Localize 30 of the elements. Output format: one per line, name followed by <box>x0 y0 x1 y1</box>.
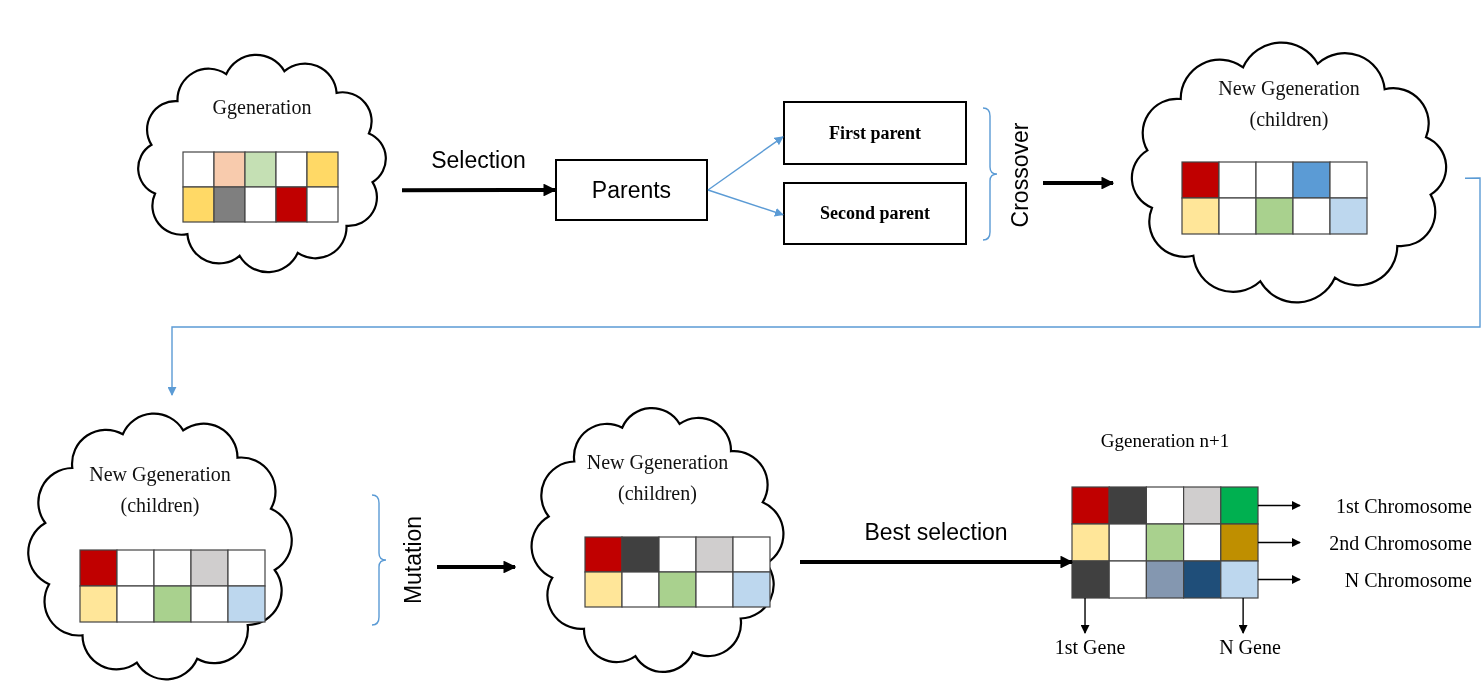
process-box <box>783 182 967 245</box>
box-label: First parent <box>828 122 922 144</box>
row-label: 2nd Chromosome <box>1300 528 1472 557</box>
row-label: 1st Gene <box>1040 633 1140 661</box>
cloud-title: New Ggeneration (children) <box>1217 76 1361 133</box>
grid-title: Ggeneration n+1 <box>1099 430 1231 452</box>
cloud-title: New Ggeneration (children) <box>585 450 730 507</box>
box-label: Second parent <box>819 203 931 224</box>
arrow <box>437 560 517 574</box>
arrow <box>800 555 1074 569</box>
arrow <box>1238 597 1248 634</box>
arrow <box>1257 538 1301 547</box>
row-label: 1st Chromosome <box>1300 491 1472 520</box>
arrow <box>1080 597 1090 634</box>
step-label: Crossover <box>1006 122 1034 228</box>
arrow <box>707 189 784 217</box>
arrow <box>167 177 1481 396</box>
arrow <box>1043 176 1115 190</box>
arrow <box>402 183 557 197</box>
cloud-title: New Ggeneration (children) <box>88 462 232 519</box>
box-label: Parents <box>591 176 672 204</box>
arrow <box>1257 501 1301 510</box>
arrow <box>1257 575 1301 584</box>
cloud-title: Ggeneration <box>211 95 313 121</box>
row-label: N Chromosome <box>1300 565 1472 594</box>
row-label: N Gene <box>1200 633 1300 661</box>
step-label: Mutation <box>399 515 427 605</box>
process-box <box>555 159 708 221</box>
arrow <box>707 136 784 191</box>
process-box <box>783 101 967 165</box>
